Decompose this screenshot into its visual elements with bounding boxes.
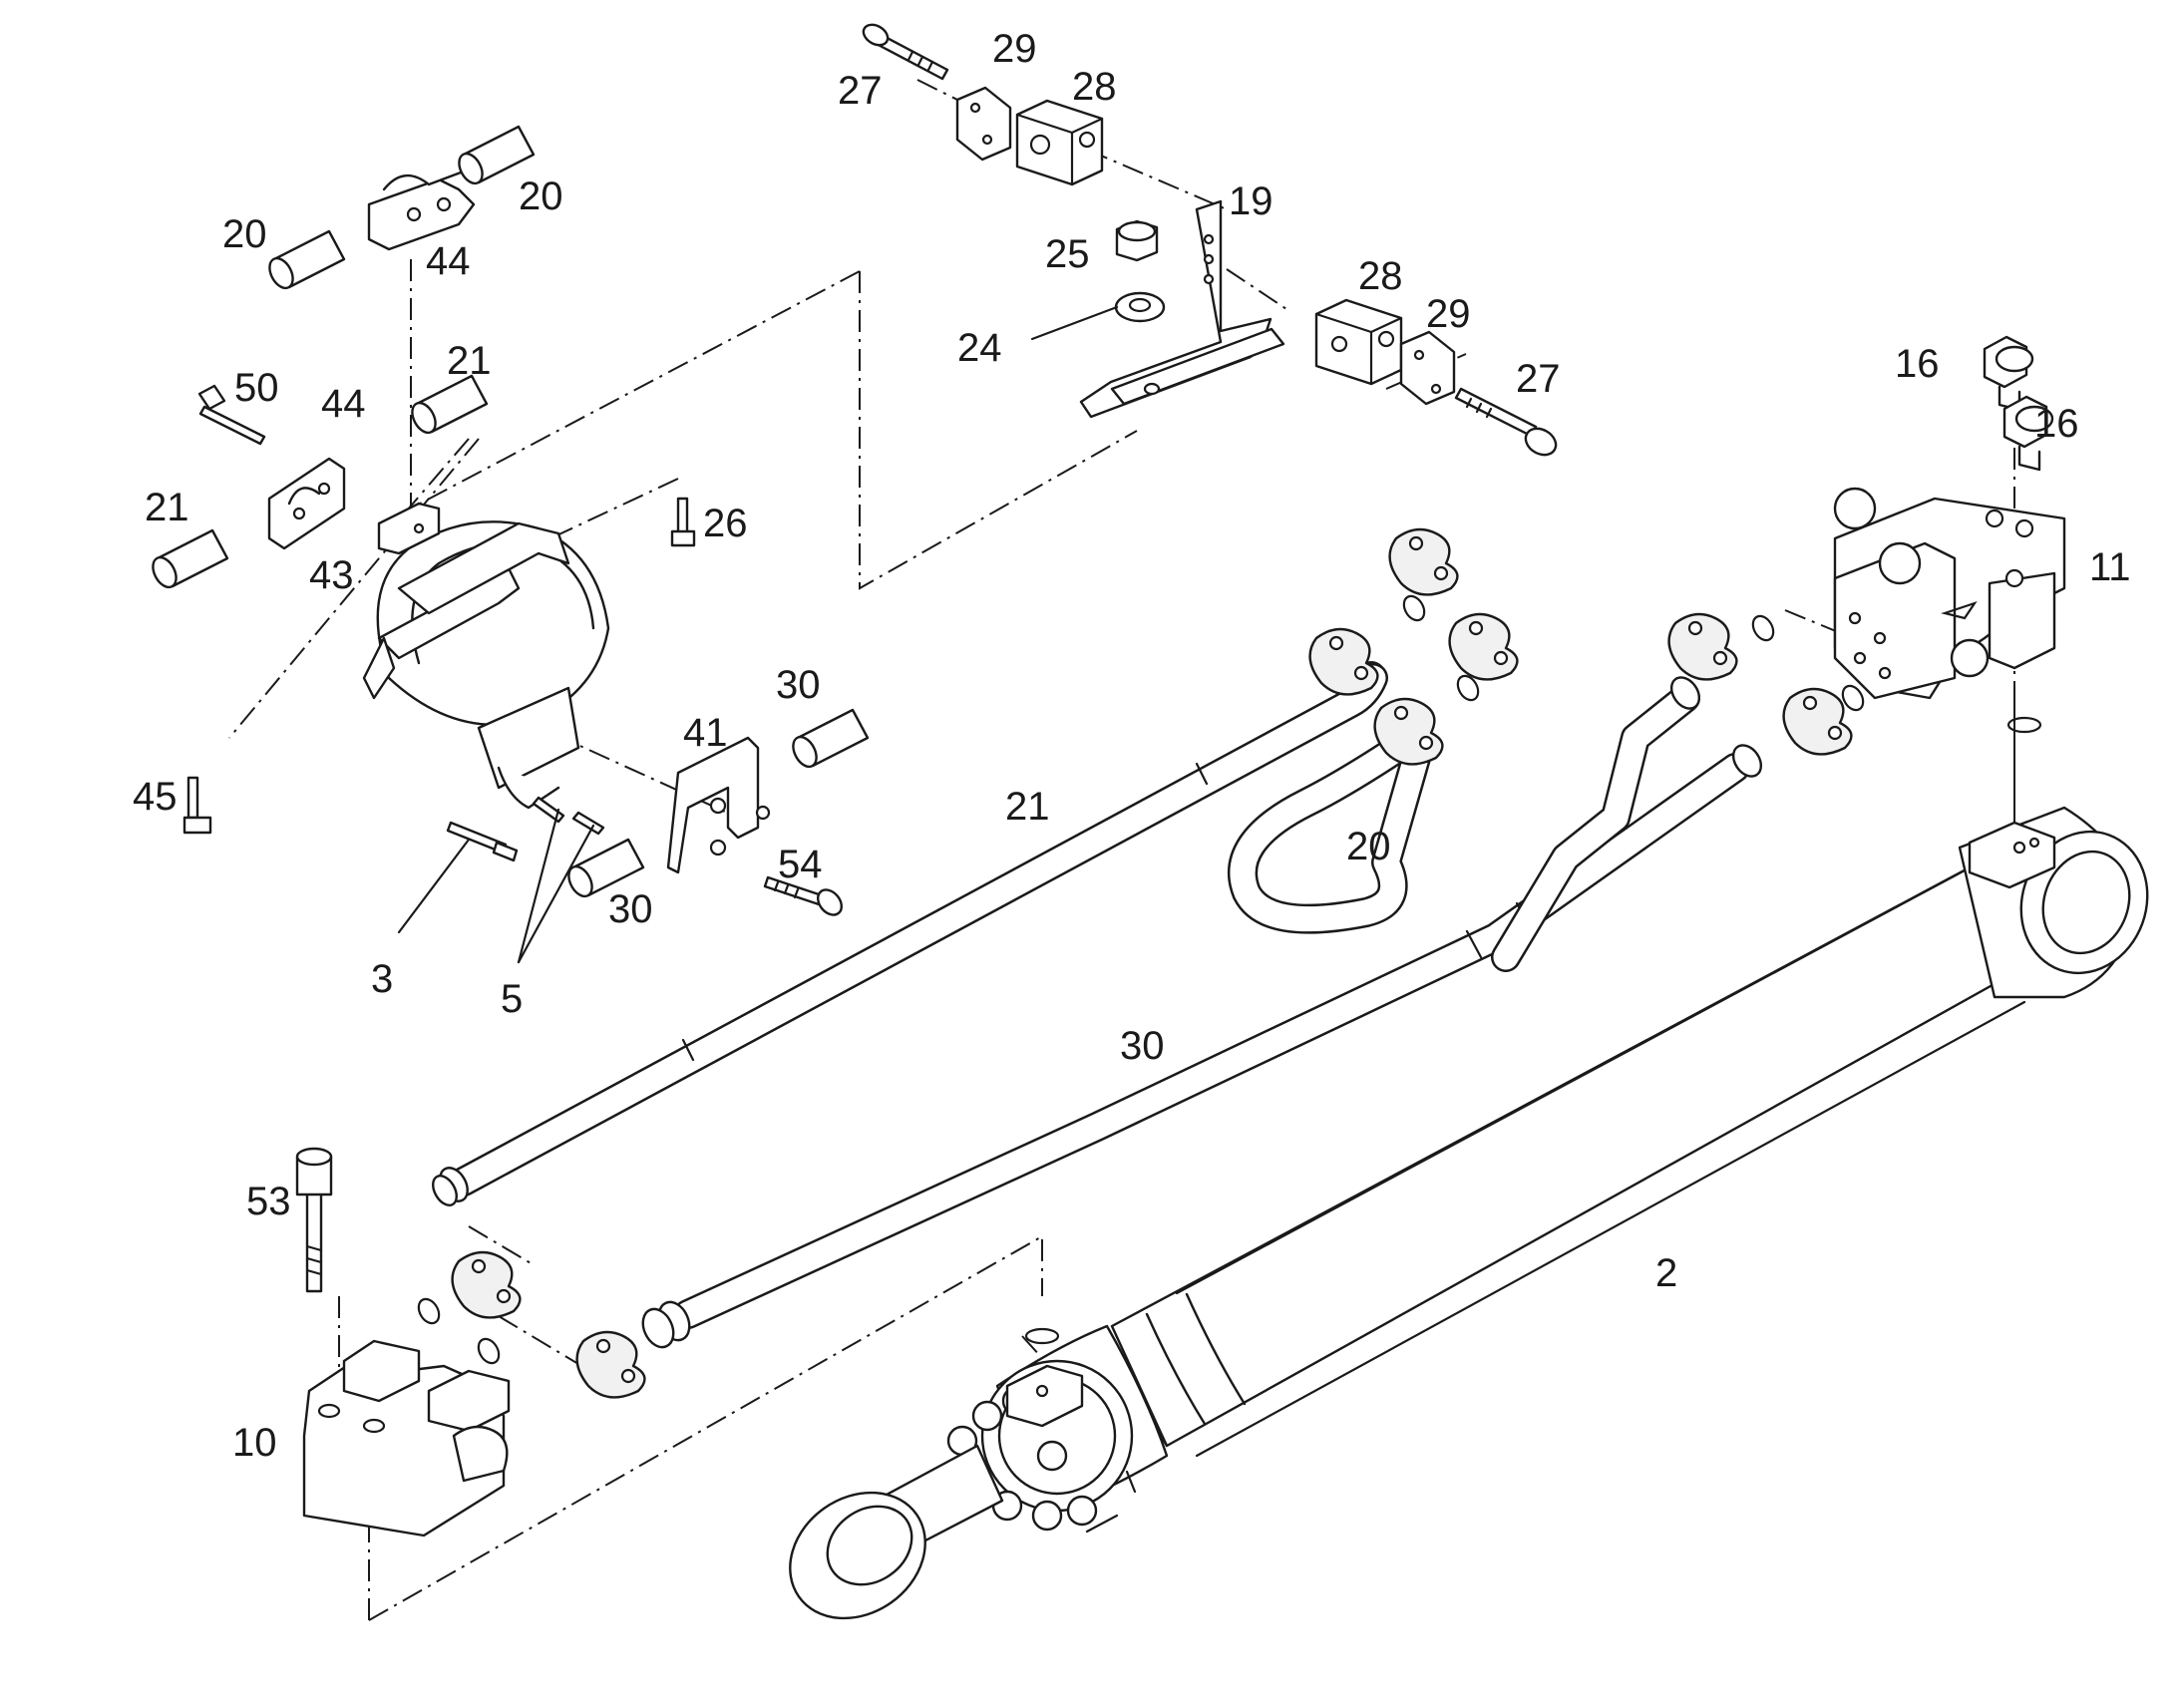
sleeve-21-lower [152,528,229,589]
label-50: 50 [234,366,279,410]
label-20-hose: 20 [1346,825,1391,868]
label-30-lower: 30 [608,887,653,931]
sleeve-30-lower [567,838,645,898]
label-29-top: 29 [992,27,1037,71]
label-53: 53 [246,1180,291,1223]
hydraulic-cylinder [789,806,2149,1620]
sleeve-20-left [268,229,346,290]
label-44-mid: 44 [321,382,366,426]
label-21-left: 21 [145,486,189,529]
label-2: 2 [1655,1251,1677,1295]
pipe-clamp-assembly [182,168,844,1537]
label-30-hose: 30 [1120,1024,1165,1068]
fittings-16 [1983,335,2054,472]
flange-halves [451,527,1853,1399]
label-19: 19 [1229,179,1273,223]
sleeve-30-upper [792,708,870,769]
part-labels: 2 3 5 10 11 16 16 19 20 20 20 21 21 21 2… [133,27,2131,1465]
label-20-left: 20 [222,212,267,256]
bracket-19-assembly [862,23,1558,457]
sleeve-20-right [458,125,536,185]
sleeve-21-upper [411,374,489,435]
hose-20-loop [1228,728,1431,934]
label-41: 41 [683,711,728,755]
label-26: 26 [703,502,748,545]
label-30-upper: 30 [776,663,821,707]
label-16-lower: 16 [2034,402,2079,446]
label-11: 11 [2089,545,2131,589]
label-54: 54 [778,843,823,886]
label-25: 25 [1045,232,1090,276]
valve-block [1833,487,2066,700]
label-29-right: 29 [1426,292,1471,336]
label-10: 10 [232,1421,277,1465]
label-28-top: 28 [1072,65,1117,109]
hose-20-upper [1491,676,1701,972]
label-43: 43 [309,553,354,597]
label-20-right: 20 [519,174,563,218]
label-5: 5 [501,977,523,1021]
label-leaders [397,305,1119,964]
label-44-top: 44 [426,239,471,283]
hose-21 [432,661,1388,1206]
label-21-upper: 21 [447,339,492,383]
label-16-upper: 16 [1895,342,1940,386]
label-27-right: 27 [1516,357,1561,401]
label-45: 45 [133,775,178,819]
label-27-top: 27 [838,69,883,113]
rubber-sleeves [152,125,870,898]
label-3: 3 [371,957,393,1001]
label-28-right: 28 [1358,254,1403,298]
o-rings [417,594,2042,1365]
label-24: 24 [957,326,1002,370]
label-21-hose: 21 [1005,785,1050,829]
